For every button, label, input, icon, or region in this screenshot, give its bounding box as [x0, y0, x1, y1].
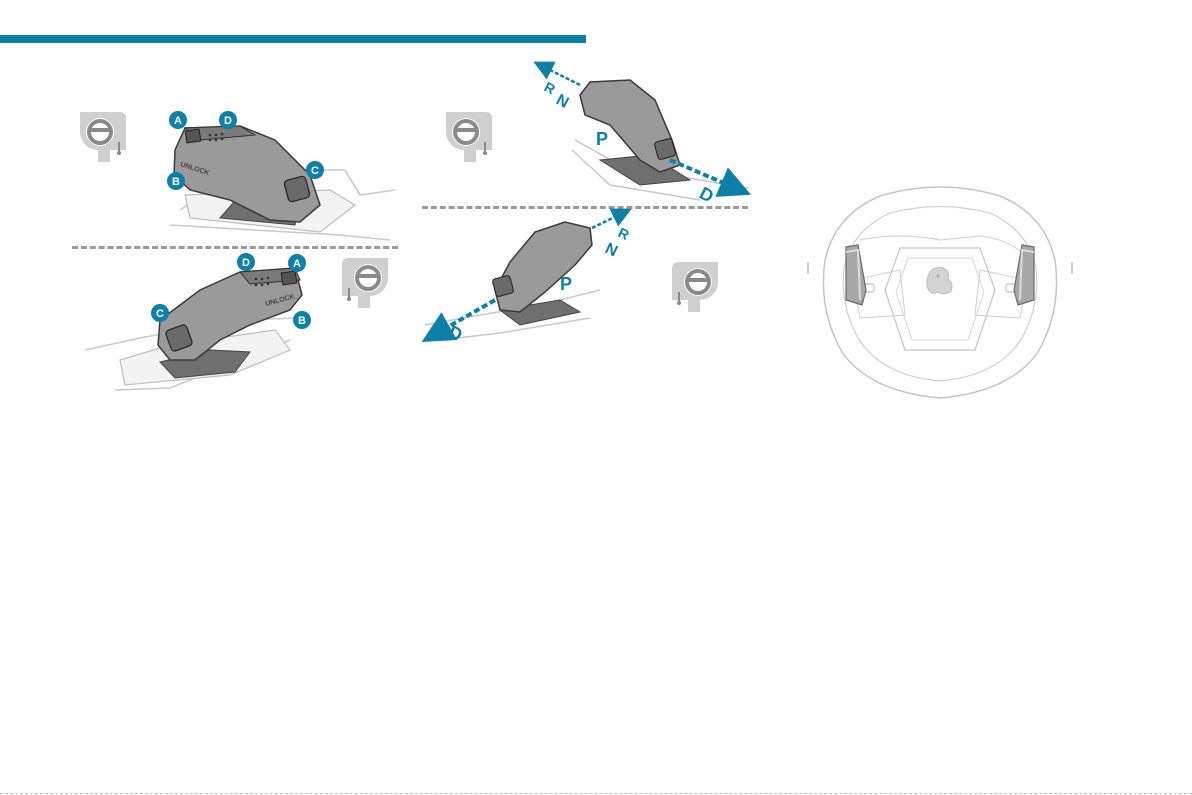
reverse-arrow	[540, 65, 580, 85]
mode-button	[492, 275, 514, 297]
gear-r-label: R	[542, 79, 558, 98]
callout-b-label: B	[298, 315, 306, 327]
gear-r-label: R	[616, 224, 632, 243]
mode-button	[284, 176, 311, 203]
steering-wheel-hub	[885, 248, 995, 350]
callout-c-label: C	[156, 308, 164, 320]
gear-n-label: N	[553, 92, 571, 112]
gear-n-label: N	[602, 240, 620, 260]
figure-steering-wheel-paddles	[808, 187, 1072, 398]
park-button	[281, 271, 297, 285]
callout-a-label: A	[293, 258, 301, 270]
reverse-arrow	[592, 212, 625, 228]
figure-shifter-rhd-bottom: UNLOCK A D B C	[85, 253, 388, 390]
steering-wheel-rhd-icon	[342, 258, 388, 308]
gear-d-label: D	[696, 183, 717, 207]
gear-p-label: P	[596, 129, 608, 149]
page-bottom-rule	[0, 793, 1192, 794]
mode-button	[654, 138, 676, 160]
callout-b-label: B	[172, 176, 180, 188]
left-paddle	[846, 245, 866, 305]
steering-wheel-rhd-icon	[672, 262, 718, 312]
park-button	[185, 129, 201, 143]
callout-d-label: D	[224, 115, 232, 127]
gear-p-label: P	[560, 274, 572, 294]
peugeot-lion-icon	[927, 268, 952, 294]
gear-d-label: D	[445, 321, 465, 345]
figure-gear-positions-lhd: R N P D	[446, 65, 748, 207]
shift-lever-body	[495, 222, 592, 312]
steering-wheel-lhd-icon	[446, 112, 492, 162]
steering-wheel-lhd-icon	[80, 112, 126, 162]
callout-c-label: C	[311, 165, 319, 177]
right-paddle	[1014, 245, 1034, 305]
callout-a-label: A	[174, 115, 182, 127]
callout-d-label: D	[242, 257, 250, 269]
figure-gear-positions-rhd: R N P D	[425, 212, 718, 345]
figure-shifter-lhd-top: UNLOCK A D B C	[80, 111, 395, 240]
